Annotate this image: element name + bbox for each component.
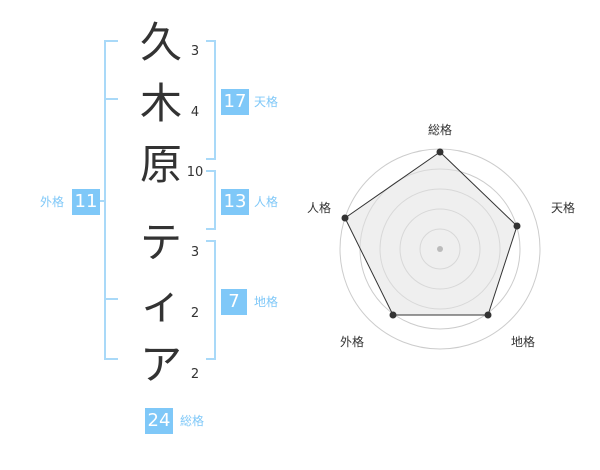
chikaku-label: 地格 <box>254 295 279 309</box>
stroke-count-2: 4 <box>190 105 200 120</box>
soukaku-label: 総格 <box>180 414 205 428</box>
radar-point-soukaku <box>436 148 444 156</box>
stroke-count-1: 3 <box>190 44 200 59</box>
name-char-4: テ <box>139 218 182 267</box>
stroke-count-6: 2 <box>190 367 200 382</box>
radar-label-gaikaku: 外格 <box>340 335 365 349</box>
name-char-2: 木 <box>139 79 182 128</box>
tenkaku-value: 17 <box>221 89 249 115</box>
radar-point-gaikaku <box>389 311 397 319</box>
radar-point-chikaku <box>484 311 492 319</box>
radar-point-tenkaku <box>513 222 521 230</box>
stroke-count-3: 10 <box>186 165 204 180</box>
tenkaku-label: 天格 <box>254 95 279 109</box>
jinkaku-label: 人格 <box>254 195 279 209</box>
radar-point-jinkaku <box>341 214 349 222</box>
name-char-3: 原 <box>139 140 182 189</box>
name-char-1: 久 <box>139 18 182 67</box>
radar-label-chikaku: 地格 <box>511 335 536 349</box>
name-char-5: ィ <box>139 279 182 328</box>
gaikaku-label: 外格 <box>40 195 65 209</box>
soukaku-value: 24 <box>145 408 173 434</box>
chikaku-value: 7 <box>221 289 247 315</box>
radar-label-soukaku: 総格 <box>428 123 453 137</box>
name-char-6: ア <box>139 340 182 389</box>
stroke-count-4: 3 <box>190 245 200 260</box>
radar-polygon <box>344 151 518 316</box>
radar-label-jinkaku: 人格 <box>307 201 332 215</box>
stroke-count-5: 2 <box>190 306 200 321</box>
jinkaku-value: 13 <box>221 189 249 215</box>
gaikaku-value: 11 <box>72 189 100 215</box>
radar-label-tenkaku: 天格 <box>551 201 576 215</box>
radar-center-dot <box>437 246 443 252</box>
